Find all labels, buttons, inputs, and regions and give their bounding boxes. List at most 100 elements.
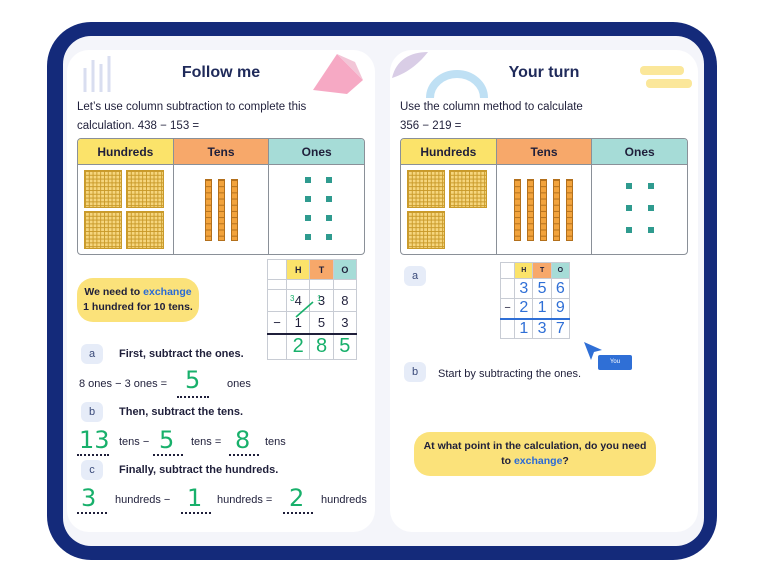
ten-rod [526,179,534,241]
ten-rod [565,179,573,241]
one-cube [305,234,312,240]
you-label-button[interactable]: You [598,355,632,370]
step-c-text: Finally, subtract the hundreds. [119,464,279,476]
ten-rod [539,179,547,241]
answer-line [177,396,209,398]
step-c-text-1: hundreds − [115,494,171,506]
answer-line [283,512,313,514]
grid-header-h: H [514,262,534,279]
step-b-text-1: tens − [119,436,150,448]
slide-canvas: Follow me Let’s use column subtraction t… [63,36,704,546]
tens-column: Tens [496,139,593,254]
strike-through-mark [295,301,314,318]
grid-cell: 2 [514,298,534,319]
one-cube [326,215,333,221]
grid-answer-t: 3 [532,318,552,339]
yellow-bars-decoration-icon [640,66,692,88]
tens-header: Tens [173,139,269,165]
one-cube [326,234,333,240]
follow-me-panel: Follow me Let’s use column subtraction t… [67,50,375,532]
pointer-cursor-icon [584,342,602,360]
step-c-value-1: 3 [81,484,97,512]
exchange-link[interactable]: exchange [143,286,192,298]
step-b-text: Then, subtract the tens. [119,406,244,418]
grid-header-t: T [532,262,552,279]
hundreds-header: Hundreds [401,139,496,165]
exchange-mark-hundreds: 3 [290,294,295,303]
step-a-unit: ones [227,378,251,390]
step-b-value-2: 5 [159,426,175,454]
answer-line [229,454,259,456]
step-a-equation: 8 ones − 3 ones = [79,378,168,390]
grid-header-o: O [550,262,571,279]
grid-cell: 1 [532,298,552,319]
ones-header: Ones [592,139,687,165]
grid-cell: 9 [550,298,571,319]
ones-column: Ones [592,139,687,254]
grid-answer-o: 7 [550,318,571,339]
place-value-chart: Hundreds Tens Ones [400,138,688,255]
column-subtraction-grid: H T O 4 3 8 − 1 5 3 2 8 5 [266,259,358,360]
step-b-value-1: 13 [79,426,110,454]
grid-answer-t: 8 [309,333,334,360]
answer-line [77,512,107,514]
hundred-square [407,170,445,208]
grid-minus-sign: − [266,311,288,334]
grid-cell: 8 [332,289,358,312]
place-value-chart: Hundreds Tens Ones [77,138,365,255]
ten-rod [230,179,238,241]
step-c-value-3: 2 [289,484,305,512]
exchange-mark-tens: 1 [317,294,322,303]
grid-cell: 3 [514,278,534,299]
grid-cell: 3 [332,311,358,334]
step-b-text: Start by subtracting the ones. [438,368,582,380]
hundred-square [84,211,122,249]
blue-arch-decoration-icon [426,70,488,98]
hundred-square [126,170,164,208]
step-a-badge: a [404,266,426,286]
hundred-square [449,170,487,208]
one-cube [626,183,633,189]
one-cube [626,227,633,233]
step-a-text: First, subtract the ones. [119,348,244,360]
step-b-text-3: tens [265,436,286,448]
step-c-value-2: 1 [187,484,203,512]
one-cube [326,177,333,183]
bars-decoration-icon [83,56,111,92]
hundreds-header: Hundreds [78,139,173,165]
answer-line [153,454,183,456]
your-turn-panel: Your turn Use the column method to calcu… [390,50,698,532]
pink-prism-decoration-icon [313,54,363,94]
step-a-badge: a [81,344,103,364]
ones-header: Ones [269,139,364,165]
hundred-square [407,211,445,249]
panel-title: Follow me [181,64,261,81]
step-c-badge: c [81,460,103,480]
one-cube [648,205,655,211]
grid-cell: 5 [532,278,552,299]
ten-rod [552,179,560,241]
grid-minus-sign: − [499,298,516,319]
step-b-value-3: 8 [235,426,251,454]
grid-cell: 6 [550,278,571,299]
hundred-square [126,211,164,249]
step-c-text-3: hundreds [321,494,367,506]
column-subtraction-grid: H T O 3 5 6 − 2 1 9 1 3 7 [499,262,571,339]
answer-line [77,454,109,456]
hundreds-column: Hundreds [78,139,174,254]
ten-rod [217,179,225,241]
one-cube [626,205,633,211]
grid-header-o: O [332,259,358,280]
one-cube [305,196,312,202]
step-c-text-2: hundreds = [217,494,273,506]
one-cube [305,215,312,221]
tens-header: Tens [496,139,592,165]
hundreds-column: Hundreds [401,139,497,254]
purple-shape-decoration-icon [392,52,428,78]
exchange-link[interactable]: exchange [513,455,563,467]
panel-title: Your turn [508,64,580,81]
step-b-badge: b [404,362,426,382]
one-cube [648,227,655,233]
ten-rod [204,179,212,241]
grid-cell: 4 [286,289,311,312]
